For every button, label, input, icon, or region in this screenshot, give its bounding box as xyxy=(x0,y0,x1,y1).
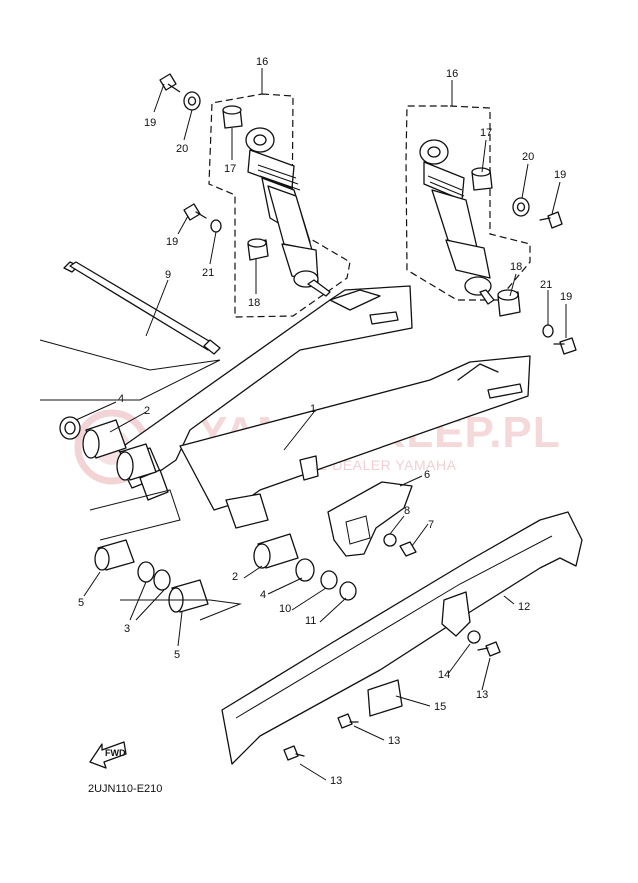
callout-19: 19 xyxy=(554,169,566,181)
callout-5: 5 xyxy=(78,597,84,609)
callout-3: 3 xyxy=(124,623,130,635)
callout-4: 4 xyxy=(260,589,266,601)
diagram-code: 2UJN110-E210 xyxy=(88,783,162,795)
callout-21: 21 xyxy=(540,279,552,291)
callout-10: 10 xyxy=(279,603,291,615)
callout-14: 14 xyxy=(438,669,450,681)
callout-16-right: 16 xyxy=(446,68,458,80)
callout-19: 19 xyxy=(144,117,156,129)
callout-2: 2 xyxy=(144,405,150,417)
callout-1: 1 xyxy=(310,403,316,415)
callout-13: 13 xyxy=(476,689,488,701)
callout-6: 6 xyxy=(424,469,430,481)
pivot-bushings xyxy=(59,416,357,621)
chain-case xyxy=(221,511,583,765)
chain-guide xyxy=(327,481,417,557)
callout-19: 19 xyxy=(166,236,178,248)
callout-15: 15 xyxy=(434,701,446,713)
callout-17: 17 xyxy=(480,127,492,139)
chain-case-bolts xyxy=(283,641,501,761)
callout-18: 18 xyxy=(510,261,522,273)
callout-4: 4 xyxy=(118,393,124,405)
callout-20: 20 xyxy=(176,143,188,155)
right-shock-group-outline xyxy=(405,105,531,301)
callout-7: 7 xyxy=(428,519,434,531)
left-shock-absorber xyxy=(245,127,331,297)
callout-13: 13 xyxy=(388,735,400,747)
swingarm xyxy=(117,285,531,529)
callout-12: 12 xyxy=(518,601,530,613)
forward-direction-arrow: FWD xyxy=(89,741,127,769)
callout-labels: 16 16 19 20 17 19 21 18 9 17 20 19 18 21… xyxy=(78,56,572,787)
callout-5: 5 xyxy=(174,649,180,661)
callout-21: 21 xyxy=(202,267,214,279)
callout-13: 13 xyxy=(330,775,342,787)
callout-8: 8 xyxy=(404,505,410,517)
fwd-label: FWD xyxy=(105,748,126,758)
shock-mount-hardware xyxy=(159,73,577,355)
callout-16-left: 16 xyxy=(256,56,268,68)
right-shock-absorber xyxy=(419,139,495,305)
pivot-shaft xyxy=(39,261,221,401)
callout-18: 18 xyxy=(248,297,260,309)
leader-lines xyxy=(75,68,567,781)
callout-20: 20 xyxy=(522,151,534,163)
callout-11: 11 xyxy=(305,615,316,627)
callout-19: 19 xyxy=(560,291,572,303)
left-shock-group-outline xyxy=(208,93,351,318)
callout-2: 2 xyxy=(232,571,238,583)
callout-9: 9 xyxy=(165,269,171,281)
callout-17: 17 xyxy=(224,163,236,175)
